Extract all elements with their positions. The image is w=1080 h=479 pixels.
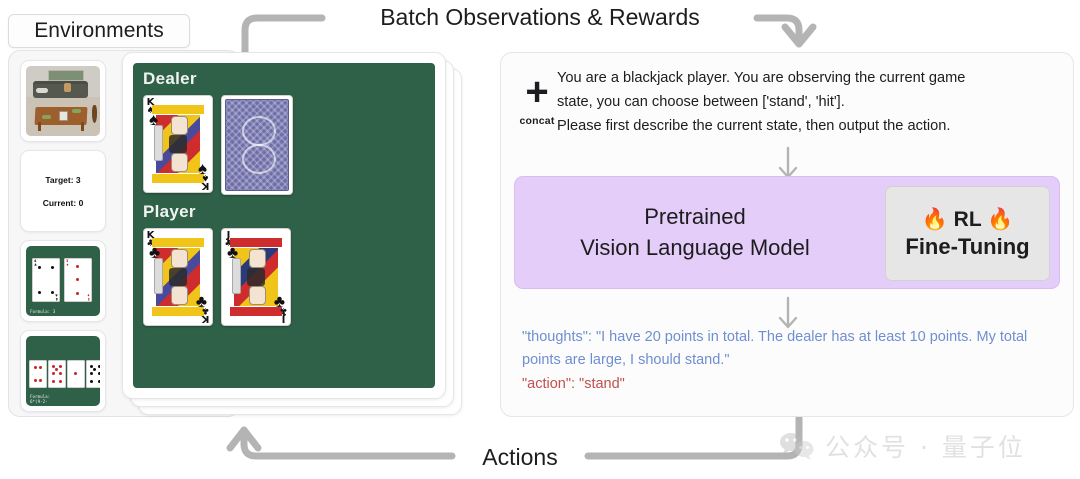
prompt-text: You are a blackjack player. You are obse…: [557, 66, 1055, 138]
plus-icon: +: [525, 70, 549, 114]
card-suit-large: ♠: [149, 110, 159, 129]
environment-thumbnail-list: Target: 3 Current: 0 4♣ 4♣: [20, 60, 108, 412]
formula-line-1: Formula:: [30, 394, 51, 399]
card-corner-rank: J♣: [224, 230, 233, 249]
output-thoughts: "thoughts": "I have 20 points in total. …: [522, 329, 1028, 368]
environments-label: Environments: [8, 14, 190, 48]
output-action: "action": "stand": [522, 376, 625, 392]
counter-current: Current: 0: [42, 197, 84, 208]
card-suit-large: ♣: [149, 243, 161, 262]
prompt-line-3: Please first describe the current state,…: [557, 118, 951, 134]
card-corner-rank: K♣: [146, 230, 155, 249]
face-card-art: [152, 105, 204, 183]
face-card-art: [230, 238, 282, 316]
prompt-line-2: state, you can choose between ['stand', …: [557, 94, 845, 110]
formula-line-2: 6*(9-2-: [30, 399, 48, 404]
card-suit-large-2: ♠: [197, 159, 207, 178]
rl-finetuning-badge[interactable]: 🔥 RL 🔥 Fine-Tuning: [885, 186, 1050, 281]
player-card-1: K♣ ♣ ♣ K♣: [143, 228, 213, 326]
env-thumb-points24-two[interactable]: 4♣ 4♣ 3♦ 3♦ Formula: 3: [20, 240, 106, 322]
card-corner-rank-2: K♣: [201, 305, 210, 324]
model-title-line-1: Pretrained: [644, 204, 746, 229]
env-thumb-points24-four[interactable]: Formula: 6*(9-2-: [20, 330, 106, 412]
vlm-model-box[interactable]: Pretrained Vision Language Model 🔥 RL 🔥 …: [514, 176, 1060, 289]
player-label: Player: [143, 202, 196, 221]
finetuning-label: Fine-Tuning: [905, 233, 1030, 259]
formula-text: Formula: 3: [30, 309, 56, 314]
card-corner-rank-2: J♣: [279, 305, 288, 324]
card-corner-rank: K♠: [146, 97, 155, 116]
down-arrow-icon-2: [778, 296, 798, 329]
dealer-label: Dealer: [143, 69, 197, 88]
model-title: Pretrained Vision Language Model: [515, 177, 875, 288]
two-card-scene: 4♣ 4♣ 3♦ 3♦ Formula: 3: [26, 246, 100, 316]
prompt-line-1: You are a blackjack player. You are obse…: [557, 70, 966, 86]
player-card-2: J♣ ♣ ♣ J♣: [221, 228, 291, 326]
blackjack-table[interactable]: Dealer K♠ ♠ ♠ K♠ Player: [122, 52, 446, 399]
top-flow-label: Batch Observations & Rewards: [380, 4, 700, 30]
card-corner-rank-2: K♠: [201, 172, 210, 191]
rl-label: 🔥 RL 🔥: [921, 207, 1014, 231]
card-suit-large-2: ♣: [195, 292, 207, 311]
env-thumb-counter[interactable]: Target: 3 Current: 0: [20, 150, 106, 232]
env-thumb-embodied-room[interactable]: [20, 60, 106, 142]
dealer-card-1: K♠ ♠ ♠ K♠: [143, 95, 213, 193]
counter-scene: Target: 3 Current: 0: [26, 156, 100, 226]
bottom-flow-label: Actions: [482, 444, 558, 470]
card-suit-large: ♣: [227, 243, 239, 262]
wechat-icon: [780, 433, 814, 460]
face-card-art: [152, 238, 204, 316]
watermark: 公众号 · 量子位: [778, 424, 1068, 468]
model-title-line-2: Vision Language Model: [580, 235, 810, 260]
formula-text-multiline: Formula: 6*(9-2-: [30, 394, 50, 404]
concat-operator: + concat: [513, 72, 561, 134]
counter-target: Target: 3: [45, 174, 81, 185]
four-card-scene: Formula: 6*(9-2-: [26, 336, 100, 406]
watermark-text: 公众号 · 量子位: [825, 433, 1026, 462]
down-arrow-icon-1: [778, 146, 798, 179]
room-scene: [26, 66, 100, 136]
dealer-card-2-facedown: [221, 95, 293, 195]
blackjack-env-stack: Dealer K♠ ♠ ♠ K♠ Player: [122, 52, 472, 420]
felt-surface: Dealer K♠ ♠ ♠ K♠ Player: [133, 63, 435, 388]
card-suit-large-2: ♣: [273, 292, 285, 311]
concat-label: concat: [519, 115, 555, 127]
